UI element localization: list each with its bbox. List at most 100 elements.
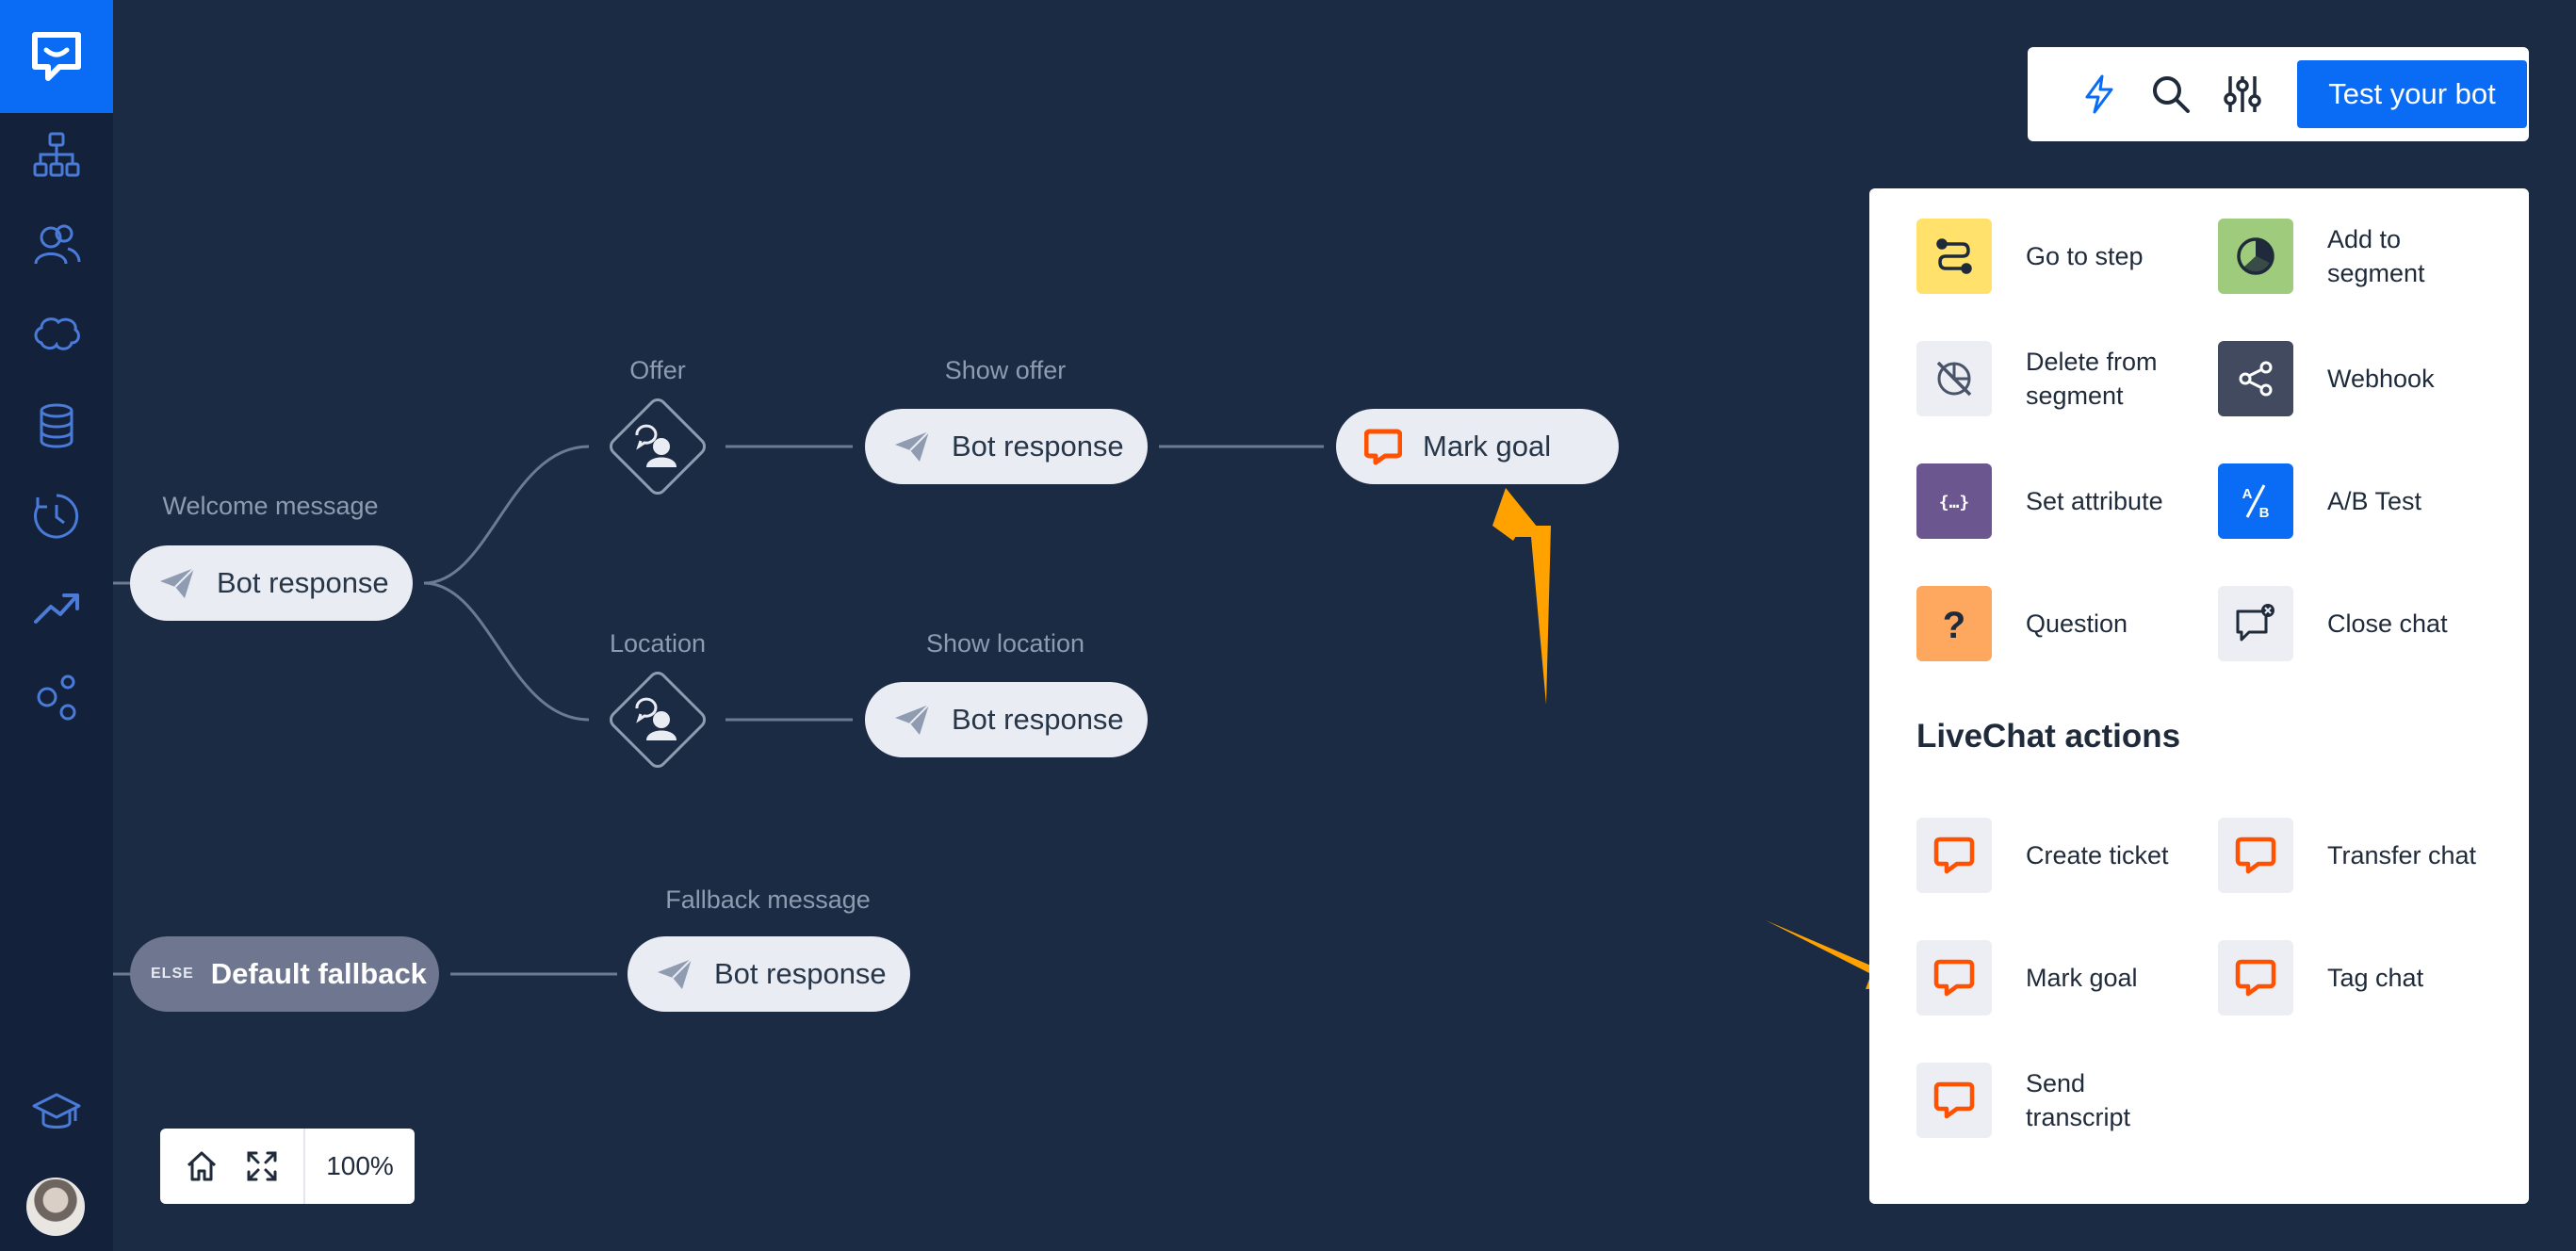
show-offer-bot-response-node[interactable]: Bot response [865,409,1148,484]
action-tag-chat[interactable]: Tag chat [2218,940,2487,1015]
action-tile [1916,818,1992,893]
brain-icon [34,317,80,350]
else-tag: ELSE [151,966,194,982]
action-label: Question [2026,609,2128,638]
zoom-divider [303,1129,305,1204]
action-go-to-step[interactable]: Go to step [1916,219,2186,294]
action-label: Set attribute [2026,487,2163,515]
action-mark-goal[interactable]: Mark goal [1916,940,2186,1015]
default-fallback-node[interactable]: ELSE Default fallback [130,936,439,1012]
sliders-icon [2224,76,2261,112]
sidebar-item-academy[interactable] [0,1074,113,1149]
action-label: Transfer chat [2327,841,2477,869]
flow-canvas[interactable]: Welcome message Bot response Offer Locat… [113,0,2576,1251]
node-text: Bot response [952,703,1124,736]
action-label: Mark goal [2026,964,2138,992]
livechat-icon [2235,959,2276,997]
offer-question-node[interactable] [605,394,710,499]
action-create-ticket[interactable]: Create ticket [1916,818,2186,893]
settings-button[interactable] [2207,66,2278,122]
svg-text:A: A [2242,486,2253,502]
offer-label: Offer [629,356,686,384]
search-icon [2153,76,2190,113]
user-question-icon [635,697,677,740]
livechat-icon [2235,837,2276,874]
action-label: A/B Test [2327,487,2422,515]
action-set-attribute[interactable]: {…} Set attribute [1916,463,2186,539]
mark-goal-node[interactable]: Mark goal [1336,409,1619,484]
action-label: Close chat [2327,609,2448,638]
sidebar-item-stories[interactable] [0,117,113,192]
action-send-transcript[interactable]: Send transcript [1916,1063,2186,1138]
action-tile [1916,341,1992,416]
action-question[interactable]: ? Question [1916,586,2186,661]
share-icon [2239,361,2273,397]
action-tile [2218,219,2293,294]
livechat-icon [1362,428,1404,465]
fit-screen-button[interactable] [232,1129,292,1204]
user-avatar[interactable] [26,1178,85,1236]
expand-icon [247,1151,277,1181]
action-label: Go to step [2026,242,2144,270]
show-location-bot-response-node[interactable]: Bot response [865,682,1148,757]
question-icon: ? [1943,605,1965,645]
action-tile [2218,940,2293,1015]
fallback-bot-response-node[interactable]: Bot response [628,936,910,1012]
action-delete-from-segment[interactable]: Delete from segment [1916,341,2186,416]
integrations-icon [37,674,76,721]
actions-panel: Go to step Add to segment Delete from se… [1869,188,2529,1204]
clock-icon [34,494,79,539]
sidebar-item-integrations[interactable] [0,659,113,735]
send-icon [654,955,695,993]
svg-text:{…}: {…} [1939,493,1970,512]
sidebar-item-reports[interactable] [0,569,113,644]
graduation-cap-icon [32,1093,81,1129]
chatbot-logo[interactable] [0,0,113,113]
action-tile: A B [2218,463,2293,539]
action-tile [1916,940,1992,1015]
trending-up-icon [34,593,79,624]
node-text: Mark goal [1423,430,1552,463]
action-tile [2218,586,2293,661]
node-text: Bot response [714,957,887,990]
action-close-chat[interactable]: Close chat [2218,586,2487,661]
svg-text:B: B [2259,505,2270,521]
test-your-bot-button[interactable]: Test your bot [2297,60,2527,128]
action-label: Webhook [2327,365,2435,393]
chat-logo-icon [32,32,81,81]
action-label: Tag chat [2327,964,2424,992]
show-location-label: Show location [925,629,1085,658]
sidebar-item-history[interactable] [0,479,113,554]
welcome-bot-response-node[interactable]: Bot response [130,545,413,621]
braces-icon: {…} [1939,493,1970,512]
action-transfer-chat[interactable]: Transfer chat [2218,818,2487,893]
segment-off-icon [1936,361,1972,397]
action-tile [2218,341,2293,416]
livechat-icon [1933,1081,1975,1119]
home-icon [187,1151,217,1181]
livechat-icon [1933,837,1975,874]
hierarchy-icon [33,132,80,177]
action-ab-test[interactable]: A B A/B Test [2218,463,2487,539]
search-button[interactable] [2135,66,2207,122]
show-offer-label: Show offer [944,356,1067,384]
fallback-message-label: Fallback message [665,885,871,914]
lightning-button[interactable] [2063,66,2135,122]
user-question-icon [635,424,677,467]
home-button[interactable] [171,1129,232,1204]
location-question-node[interactable] [605,667,710,772]
welcome-message-label: Welcome message [162,492,379,520]
lightning-icon [2085,74,2113,114]
sidebar-item-data[interactable] [0,388,113,463]
send-icon [891,701,933,739]
database-icon [40,403,73,448]
send-icon [891,428,933,465]
route-icon [1936,238,1972,274]
sidebar-item-chatbots[interactable] [0,207,113,283]
node-text: Default fallback [210,957,427,990]
sidebar-item-training[interactable] [0,298,113,373]
close-chat-icon [2236,604,2274,642]
action-add-to-segment[interactable]: Add to segment [2218,219,2487,294]
action-webhook[interactable]: Webhook [2218,341,2487,416]
zoom-level: 100% [326,1151,394,1180]
